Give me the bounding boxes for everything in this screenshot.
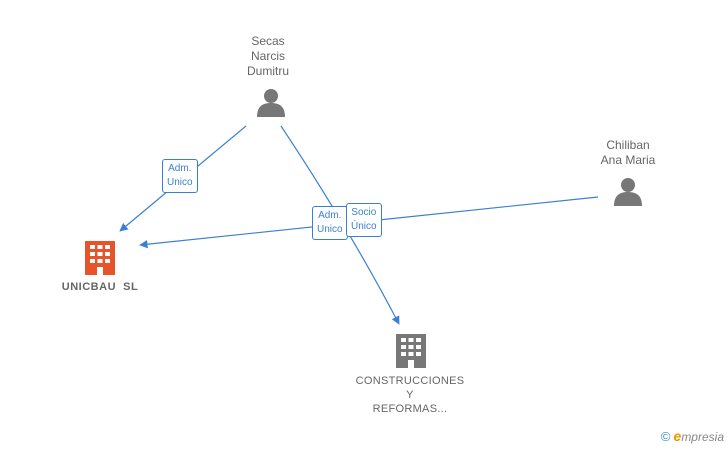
label-line: Y	[406, 389, 414, 401]
label-line: Unico	[167, 177, 193, 188]
brand-watermark: ©empresia	[661, 428, 724, 444]
label-line: Socio	[351, 207, 377, 218]
copyright-icon: ©	[660, 429, 671, 444]
person-label-secas[interactable]: Secas Narcis Dumitru	[230, 34, 306, 79]
label-line: Unico	[317, 224, 343, 235]
building-icon[interactable]	[396, 334, 426, 368]
company-label-construcciones[interactable]: CONSTRUCCIONES Y REFORMAS...	[344, 374, 476, 416]
label-line: Adm.	[168, 163, 192, 174]
label-line: Narcis	[250, 49, 285, 63]
label-line: UNICBAU SL	[61, 281, 139, 293]
brand-initial: e	[673, 428, 682, 444]
label-line: Secas	[251, 34, 285, 48]
label-line: Chiliban	[606, 138, 650, 152]
building-icon[interactable]	[85, 241, 115, 275]
label-line: Único	[351, 221, 377, 232]
label-line: Dumitru	[246, 64, 289, 78]
brand-name: mpresia	[681, 430, 724, 444]
label-line: Ana Maria	[600, 153, 656, 167]
edge-label-adm-unico: Adm. Unico	[162, 159, 198, 193]
edge-label-socio-unico: Socio Único	[346, 203, 382, 237]
label-line: CONSTRUCCIONES	[355, 375, 465, 387]
person-icon[interactable]	[257, 89, 285, 117]
company-label-unicbau[interactable]: UNICBAU SL	[40, 280, 160, 295]
label-line: REFORMAS...	[372, 403, 448, 415]
edge-label-adm-unico: Adm. Unico	[312, 206, 348, 240]
person-icon[interactable]	[614, 178, 642, 206]
label-line: Adm.	[318, 210, 342, 221]
person-label-chiliban[interactable]: Chiliban Ana Maria	[588, 138, 668, 168]
